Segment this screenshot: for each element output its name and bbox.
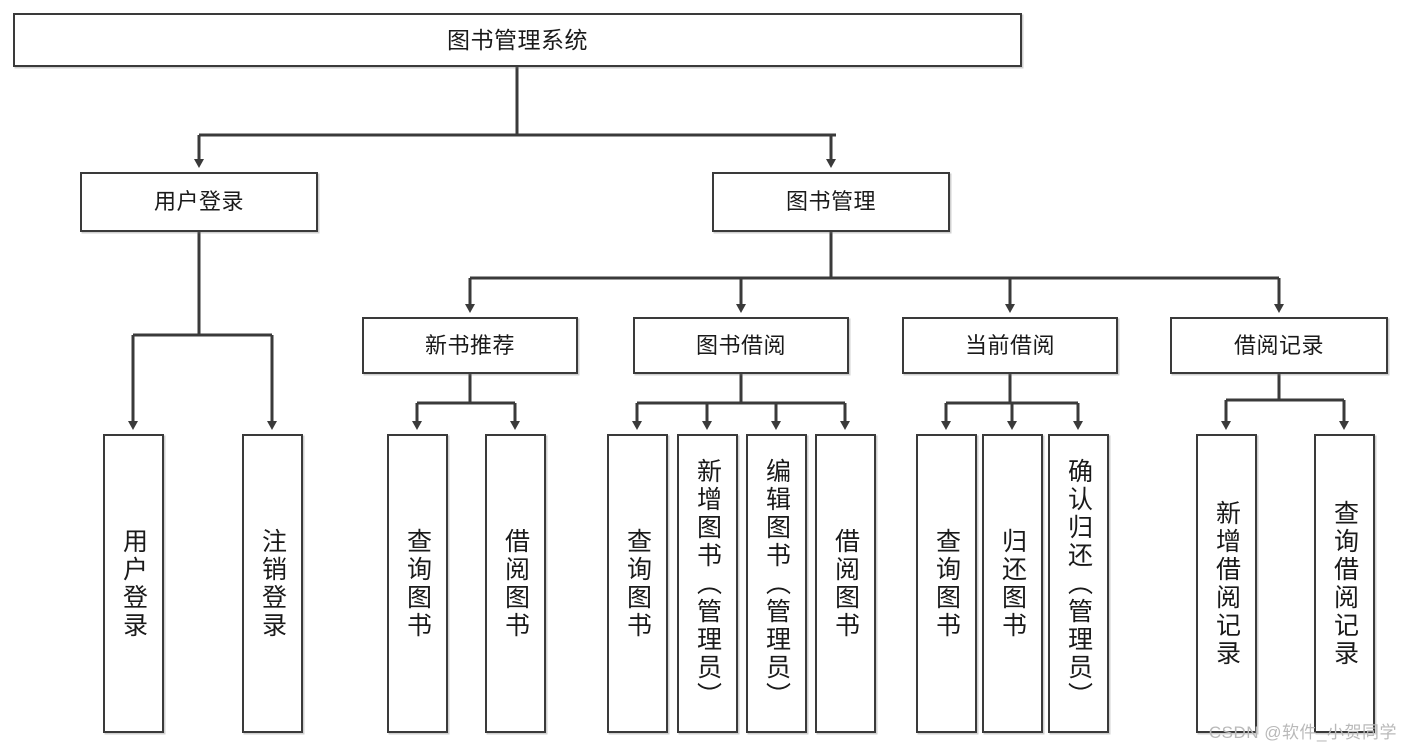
leaf-user-login-label: 用户登录 [119, 527, 148, 640]
leaf-query-book-1-label: 查询图书 [403, 527, 432, 640]
node-new-book-rec[interactable]: 新书推荐 [362, 317, 578, 374]
node-book-manage-label: 图书管理 [785, 189, 876, 215]
leaf-confirm-return[interactable]: 确认归还（管理员） [1048, 434, 1109, 733]
leaf-borrow-book-1[interactable]: 借阅图书 [485, 434, 546, 733]
leaf-logout[interactable]: 注销登录 [242, 434, 303, 733]
leaf-add-record-label: 新增借阅记录 [1212, 499, 1241, 668]
leaf-borrow-book-1-label: 借阅图书 [501, 527, 530, 640]
leaf-return-book[interactable]: 归还图书 [982, 434, 1043, 733]
leaf-borrow-book-2[interactable]: 借阅图书 [815, 434, 876, 733]
leaf-logout-label: 注销登录 [258, 527, 287, 640]
leaf-return-book-label: 归还图书 [998, 527, 1027, 640]
node-current-borrow-label: 当前借阅 [964, 332, 1055, 358]
leaf-edit-book-label: 编辑图书（管理员） [762, 457, 791, 710]
leaf-query-book-3-label: 查询图书 [932, 527, 961, 640]
node-user-login[interactable]: 用户登录 [80, 172, 318, 232]
leaf-query-book-2-label: 查询图书 [623, 527, 652, 640]
leaf-query-book-1[interactable]: 查询图书 [387, 434, 448, 733]
node-root[interactable]: 图书管理系统 [13, 13, 1022, 67]
node-new-book-rec-label: 新书推荐 [424, 332, 515, 358]
leaf-add-record[interactable]: 新增借阅记录 [1196, 434, 1257, 733]
leaf-query-record[interactable]: 查询借阅记录 [1314, 434, 1375, 733]
leaf-user-login[interactable]: 用户登录 [103, 434, 164, 733]
node-root-label: 图书管理系统 [447, 26, 588, 53]
node-book-borrow[interactable]: 图书借阅 [633, 317, 849, 374]
leaf-query-book-2[interactable]: 查询图书 [607, 434, 668, 733]
node-borrow-record-label: 借阅记录 [1233, 332, 1324, 358]
leaf-query-book-3[interactable]: 查询图书 [916, 434, 977, 733]
node-current-borrow[interactable]: 当前借阅 [902, 317, 1118, 374]
node-borrow-record[interactable]: 借阅记录 [1170, 317, 1388, 374]
leaf-borrow-book-2-label: 借阅图书 [831, 527, 860, 640]
watermark-text: CSDN @软件_小贺同学 [1208, 723, 1397, 742]
leaf-add-book-label: 新增图书（管理员） [693, 457, 722, 710]
node-book-borrow-label: 图书借阅 [695, 332, 786, 358]
node-user-login-label: 用户登录 [153, 189, 244, 215]
leaf-confirm-return-label: 确认归还（管理员） [1064, 457, 1093, 710]
leaf-edit-book[interactable]: 编辑图书（管理员） [746, 434, 807, 733]
leaf-add-book[interactable]: 新增图书（管理员） [677, 434, 738, 733]
leaf-query-record-label: 查询借阅记录 [1330, 499, 1359, 668]
node-book-manage[interactable]: 图书管理 [712, 172, 950, 232]
